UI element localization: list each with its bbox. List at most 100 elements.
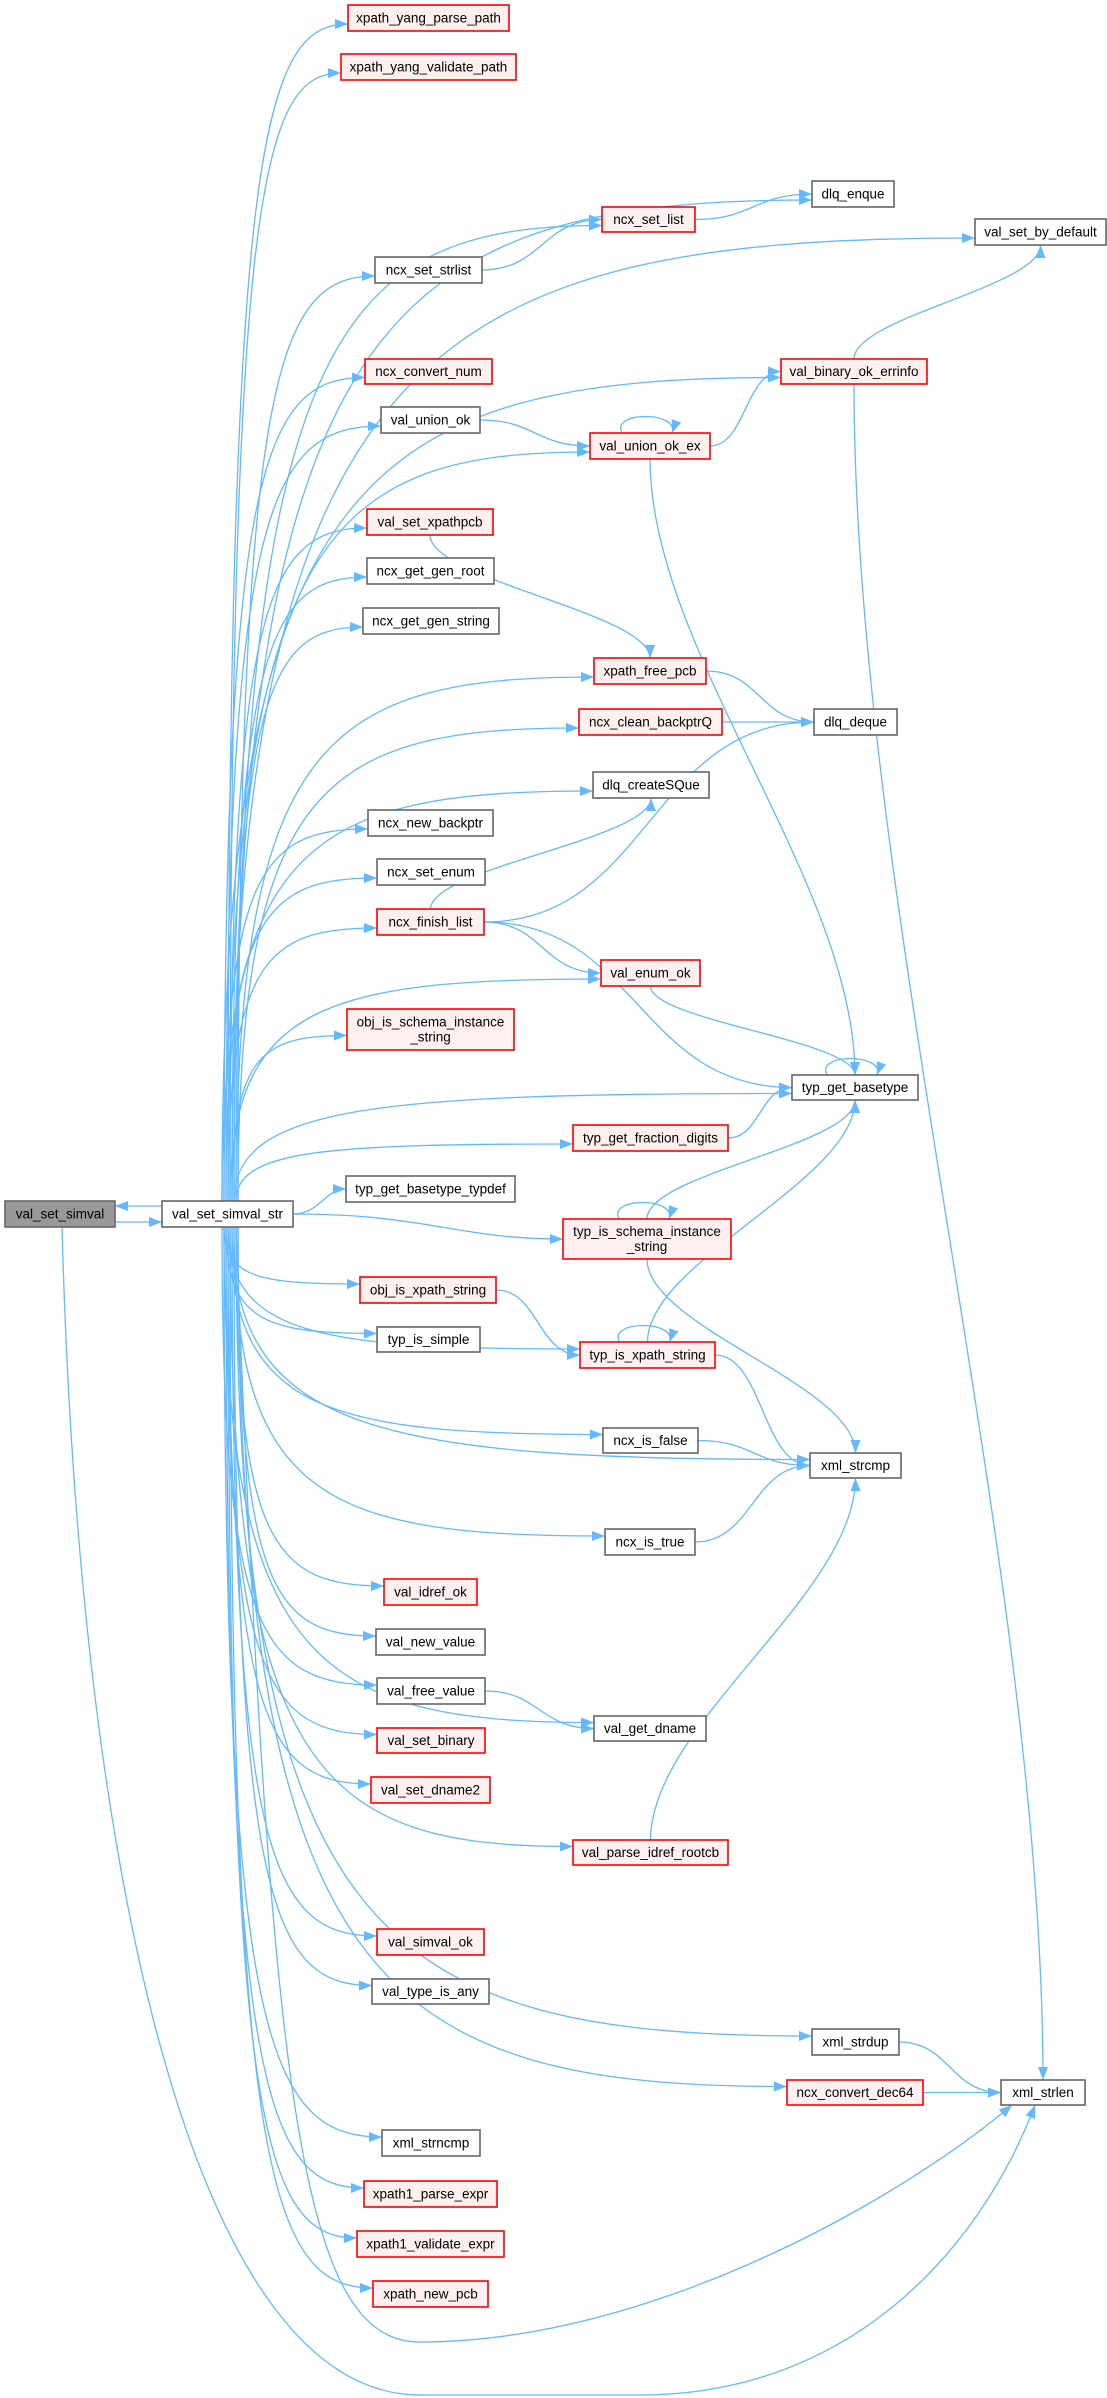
node-box[interactable] bbox=[362, 607, 500, 635]
node-box[interactable] bbox=[811, 180, 895, 208]
node-box[interactable] bbox=[811, 2028, 900, 2056]
node-dlq-enque[interactable]: dlq_enque bbox=[811, 180, 895, 208]
node-box[interactable] bbox=[592, 771, 710, 799]
node-box[interactable] bbox=[347, 4, 510, 32]
node-box[interactable] bbox=[376, 1727, 486, 1754]
node-ncx-set-enum[interactable]: ncx_set_enum bbox=[376, 858, 486, 886]
node-xpath1-parse-expr[interactable]: xpath1_parse_expr bbox=[363, 2180, 498, 2208]
node-box[interactable] bbox=[363, 2180, 498, 2208]
node-val-union-ok[interactable]: val_union_ok bbox=[380, 406, 481, 434]
node-box[interactable] bbox=[786, 2079, 924, 2106]
node-box[interactable] bbox=[578, 708, 723, 736]
node-xml-strcmp[interactable]: xml_strcmp bbox=[809, 1452, 902, 1479]
node-box[interactable] bbox=[383, 1578, 478, 1606]
node-box[interactable] bbox=[600, 959, 701, 987]
node-val-binary-ok-errinfo[interactable]: val_binary_ok_errinfo bbox=[780, 358, 928, 385]
node-ncx-clean-backptrQ[interactable]: ncx_clean_backptrQ bbox=[578, 708, 723, 736]
node-val-parse-idref-rootcb[interactable]: val_parse_idref_rootcb bbox=[572, 1839, 729, 1866]
node-box[interactable] bbox=[374, 256, 483, 284]
node-typ-is-xpath-string[interactable]: typ_is_xpath_string bbox=[579, 1341, 716, 1369]
node-box[interactable] bbox=[380, 406, 481, 434]
node-xml-strdup[interactable]: xml_strdup bbox=[811, 2028, 900, 2056]
node-box[interactable] bbox=[364, 358, 493, 385]
node-box[interactable] bbox=[346, 1008, 515, 1051]
node-obj-is-xpath-string[interactable]: obj_is_xpath_string bbox=[359, 1276, 497, 1304]
node-box[interactable] bbox=[780, 358, 928, 385]
node-box[interactable] bbox=[376, 908, 485, 936]
node-box[interactable] bbox=[381, 2129, 481, 2157]
node-box[interactable] bbox=[4, 1200, 116, 1228]
node-ncx-convert-dec64[interactable]: ncx_convert_dec64 bbox=[786, 2079, 924, 2106]
node-val-simval-ok[interactable]: val_simval_ok bbox=[376, 1928, 485, 1956]
node-val-type-is-any[interactable]: val_type_is_any bbox=[371, 1978, 490, 2005]
node-box[interactable] bbox=[593, 657, 707, 685]
node-box[interactable] bbox=[376, 1928, 485, 1956]
node-xpath-yang-parse-path[interactable]: xpath_yang_parse_path bbox=[347, 4, 510, 32]
node-box[interactable] bbox=[579, 1341, 716, 1369]
node-box[interactable] bbox=[572, 1839, 729, 1866]
node-box[interactable] bbox=[376, 1677, 486, 1705]
node-box[interactable] bbox=[376, 1326, 481, 1353]
node-box[interactable] bbox=[1000, 2079, 1086, 2106]
node-xml-strncmp[interactable]: xml_strncmp bbox=[381, 2129, 481, 2157]
node-box[interactable] bbox=[602, 1427, 699, 1454]
node-xpath-new-pcb[interactable]: xpath_new_pcb bbox=[372, 2280, 489, 2308]
node-box[interactable] bbox=[791, 1074, 919, 1101]
node-xpath1-validate-expr[interactable]: xpath1_validate_expr bbox=[356, 2230, 505, 2258]
node-box[interactable] bbox=[376, 858, 486, 886]
node-box[interactable] bbox=[562, 1218, 732, 1260]
node-ncx-convert-num[interactable]: ncx_convert_num bbox=[364, 358, 493, 385]
node-typ-get-fraction-digits[interactable]: typ_get_fraction_digits bbox=[572, 1124, 729, 1152]
node-ncx-set-strlist[interactable]: ncx_set_strlist bbox=[374, 256, 483, 284]
node-box[interactable] bbox=[366, 557, 495, 585]
node-val-set-by-default[interactable]: val_set_by_default bbox=[974, 218, 1107, 246]
node-val-set-binary[interactable]: val_set_binary bbox=[376, 1727, 486, 1754]
node-box[interactable] bbox=[809, 1452, 902, 1479]
node-ncx-is-false[interactable]: ncx_is_false bbox=[602, 1427, 699, 1454]
node-box[interactable] bbox=[601, 206, 696, 233]
node-val-set-dname2[interactable]: val_set_dname2 bbox=[370, 1776, 491, 1804]
node-box[interactable] bbox=[370, 1776, 491, 1804]
node-box[interactable] bbox=[813, 708, 898, 736]
node-val-set-simval[interactable]: val_set_simval bbox=[4, 1200, 116, 1228]
node-val-idref-ok[interactable]: val_idref_ok bbox=[383, 1578, 478, 1606]
node-val-set-simval-str[interactable]: val_set_simval_str bbox=[161, 1200, 294, 1228]
node-box[interactable] bbox=[589, 432, 711, 460]
node-box[interactable] bbox=[345, 1175, 516, 1203]
node-val-get-dname[interactable]: val_get_dname bbox=[593, 1715, 707, 1742]
node-ncx-get-gen-string[interactable]: ncx_get_gen_string bbox=[362, 607, 500, 635]
node-dlq-createSQue[interactable]: dlq_createSQue bbox=[592, 771, 710, 799]
node-typ-get-basetype-typdef[interactable]: typ_get_basetype_typdef bbox=[345, 1175, 516, 1203]
node-box[interactable] bbox=[974, 218, 1107, 246]
node-box[interactable] bbox=[372, 2280, 489, 2308]
node-ncx-finish-list[interactable]: ncx_finish_list bbox=[376, 908, 485, 936]
node-box[interactable] bbox=[359, 1276, 497, 1304]
node-box[interactable] bbox=[356, 2230, 505, 2258]
node-box[interactable] bbox=[375, 1628, 486, 1656]
node-box[interactable] bbox=[340, 53, 517, 81]
node-val-enum-ok[interactable]: val_enum_ok bbox=[600, 959, 701, 987]
node-box[interactable] bbox=[572, 1124, 729, 1152]
node-val-new-value[interactable]: val_new_value bbox=[375, 1628, 486, 1656]
node-val-free-value[interactable]: val_free_value bbox=[376, 1677, 486, 1705]
node-ncx-get-gen-root[interactable]: ncx_get_gen_root bbox=[366, 557, 495, 585]
node-ncx-new-backptr[interactable]: ncx_new_backptr bbox=[367, 809, 494, 837]
node-xpath-free-pcb[interactable]: xpath_free_pcb bbox=[593, 657, 707, 685]
node-typ-is-simple[interactable]: typ_is_simple bbox=[376, 1326, 481, 1353]
node-typ-is-schema-instance-string[interactable]: typ_is_schema_instance_string bbox=[562, 1218, 732, 1260]
node-obj-is-schema-instance-string[interactable]: obj_is_schema_instance_string bbox=[346, 1008, 515, 1051]
node-ncx-is-true[interactable]: ncx_is_true bbox=[604, 1528, 696, 1556]
node-box[interactable] bbox=[593, 1715, 707, 1742]
node-box[interactable] bbox=[371, 1978, 490, 2005]
node-xml-strlen[interactable]: xml_strlen bbox=[1000, 2079, 1086, 2106]
node-dlq-deque[interactable]: dlq_deque bbox=[813, 708, 898, 736]
node-typ-get-basetype[interactable]: typ_get_basetype bbox=[791, 1074, 919, 1101]
node-ncx-set-list[interactable]: ncx_set_list bbox=[601, 206, 696, 233]
node-box[interactable] bbox=[604, 1528, 696, 1556]
node-xpath-yang-validate-path[interactable]: xpath_yang_validate_path bbox=[340, 53, 517, 81]
node-box[interactable] bbox=[161, 1200, 294, 1228]
node-val-set-xpathpcb[interactable]: val_set_xpathpcb bbox=[366, 508, 494, 536]
node-box[interactable] bbox=[366, 508, 494, 536]
node-box[interactable] bbox=[367, 809, 494, 837]
node-val-union-ok-ex[interactable]: val_union_ok_ex bbox=[589, 432, 711, 460]
